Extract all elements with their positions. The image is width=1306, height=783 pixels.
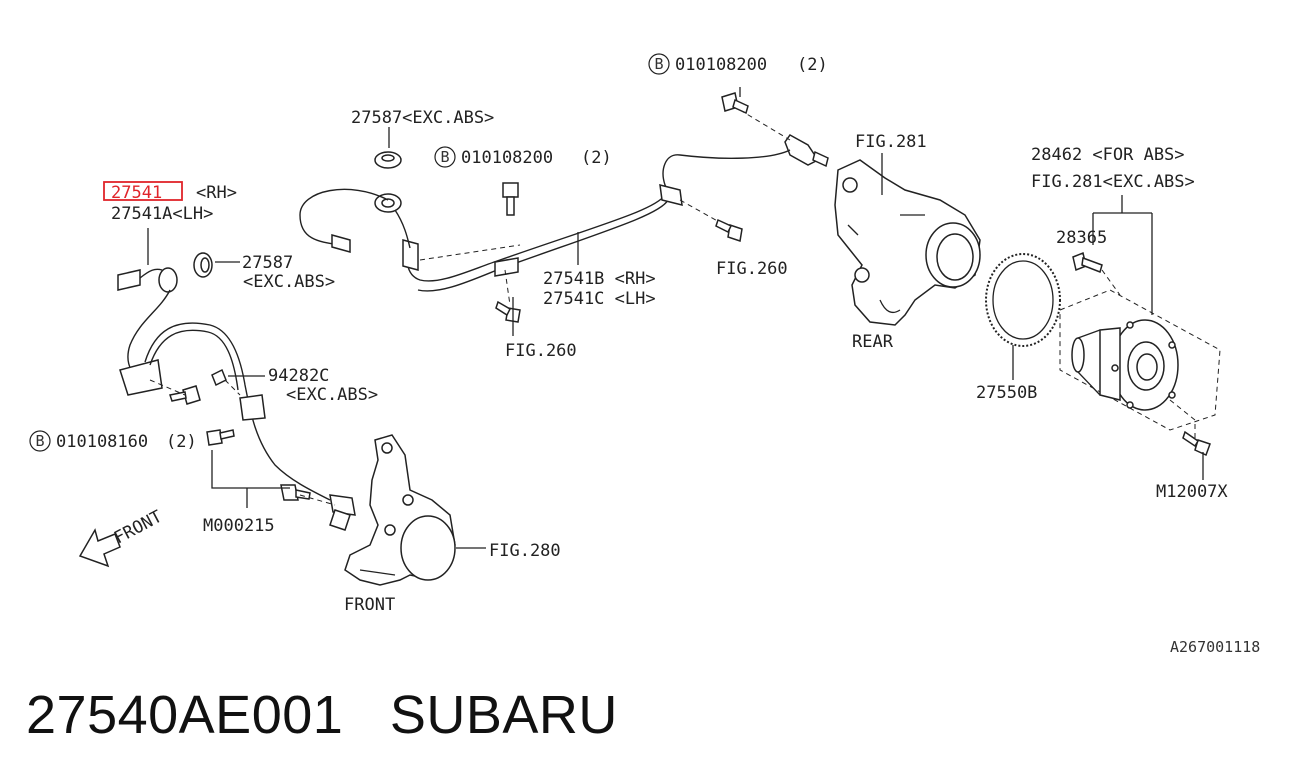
label-fig281-exc[interactable]: FIG.281<EXC.ABS> bbox=[1031, 172, 1195, 192]
label-27587-top[interactable]: 27587<EXC.ABS> bbox=[351, 108, 494, 128]
label-bolt-left[interactable]: 010108160 bbox=[56, 432, 148, 452]
bolt-fig260-lower bbox=[495, 300, 521, 323]
leader-lines bbox=[147, 87, 1204, 549]
footer-title: 27540AE001 SUBARU bbox=[26, 684, 618, 746]
label-fig260-right[interactable]: FIG.260 bbox=[716, 259, 788, 279]
svg-text:B: B bbox=[35, 432, 44, 450]
label-exc-abs-low: <EXC.ABS> bbox=[286, 385, 378, 405]
bolt-28365 bbox=[1072, 251, 1121, 296]
label-rh: <RH> bbox=[196, 183, 237, 203]
bolt-m12007x bbox=[1182, 430, 1211, 457]
label-27587-mid[interactable]: 27587 bbox=[242, 253, 293, 273]
drawing-id: A267001118 bbox=[1170, 638, 1260, 656]
label-27541[interactable]: 27541 bbox=[111, 183, 162, 203]
bolt-top-010108200 bbox=[721, 92, 749, 115]
label-28462[interactable]: 28462 <FOR ABS> bbox=[1031, 145, 1185, 165]
label-m000215[interactable]: M000215 bbox=[203, 516, 275, 536]
label-bolt-mid-qty: (2) bbox=[581, 148, 612, 168]
label-front: FRONT bbox=[344, 595, 395, 615]
front-knuckle bbox=[344, 434, 456, 586]
label-bolt-left-qty: (2) bbox=[166, 432, 197, 452]
brand-name: SUBARU bbox=[389, 685, 618, 745]
bolt-fig260-right bbox=[715, 218, 743, 242]
rear-knuckle bbox=[834, 159, 981, 326]
label-fig260-lower[interactable]: FIG.260 bbox=[505, 341, 577, 361]
label-exc-abs-mid: <EXC.ABS> bbox=[243, 272, 335, 292]
svg-text:B: B bbox=[654, 55, 663, 73]
highlight-box bbox=[103, 181, 183, 201]
label-fig281-top[interactable]: FIG.281 bbox=[855, 132, 927, 152]
label-27541b[interactable]: 27541B <RH> bbox=[543, 269, 656, 289]
front-arrow bbox=[78, 528, 121, 568]
part-number: 27540AE001 bbox=[26, 685, 344, 745]
label-m12007x[interactable]: M12007X bbox=[1156, 482, 1228, 502]
svg-text:B: B bbox=[440, 148, 449, 166]
label-fig280[interactable]: FIG.280 bbox=[489, 541, 561, 561]
label-rear: REAR bbox=[852, 332, 894, 352]
b-marker-mid: B bbox=[434, 146, 456, 168]
rear-sensor-harness bbox=[299, 109, 829, 306]
label-28365[interactable]: 28365 bbox=[1056, 228, 1107, 248]
label-94282c[interactable]: 94282C bbox=[268, 366, 329, 386]
b-marker-top: B bbox=[648, 53, 670, 75]
label-bolt-mid[interactable]: 010108200 bbox=[461, 148, 553, 168]
label-front-arrow: FRONT bbox=[111, 507, 166, 549]
label-27541c[interactable]: 27541C <LH> bbox=[543, 289, 656, 309]
label-27550b[interactable]: 27550B bbox=[976, 383, 1037, 403]
b-marker-left: B bbox=[29, 430, 51, 452]
label-27541a[interactable]: 27541A<LH> bbox=[111, 204, 213, 224]
label-bolt-top[interactable]: 010108200 bbox=[675, 55, 767, 75]
front-sensor-harness bbox=[117, 252, 356, 531]
rear-hub bbox=[1059, 289, 1221, 440]
bolt-mid-010108200 bbox=[502, 182, 519, 216]
tone-ring bbox=[985, 253, 1061, 347]
label-bolt-top-qty: (2) bbox=[797, 55, 828, 75]
